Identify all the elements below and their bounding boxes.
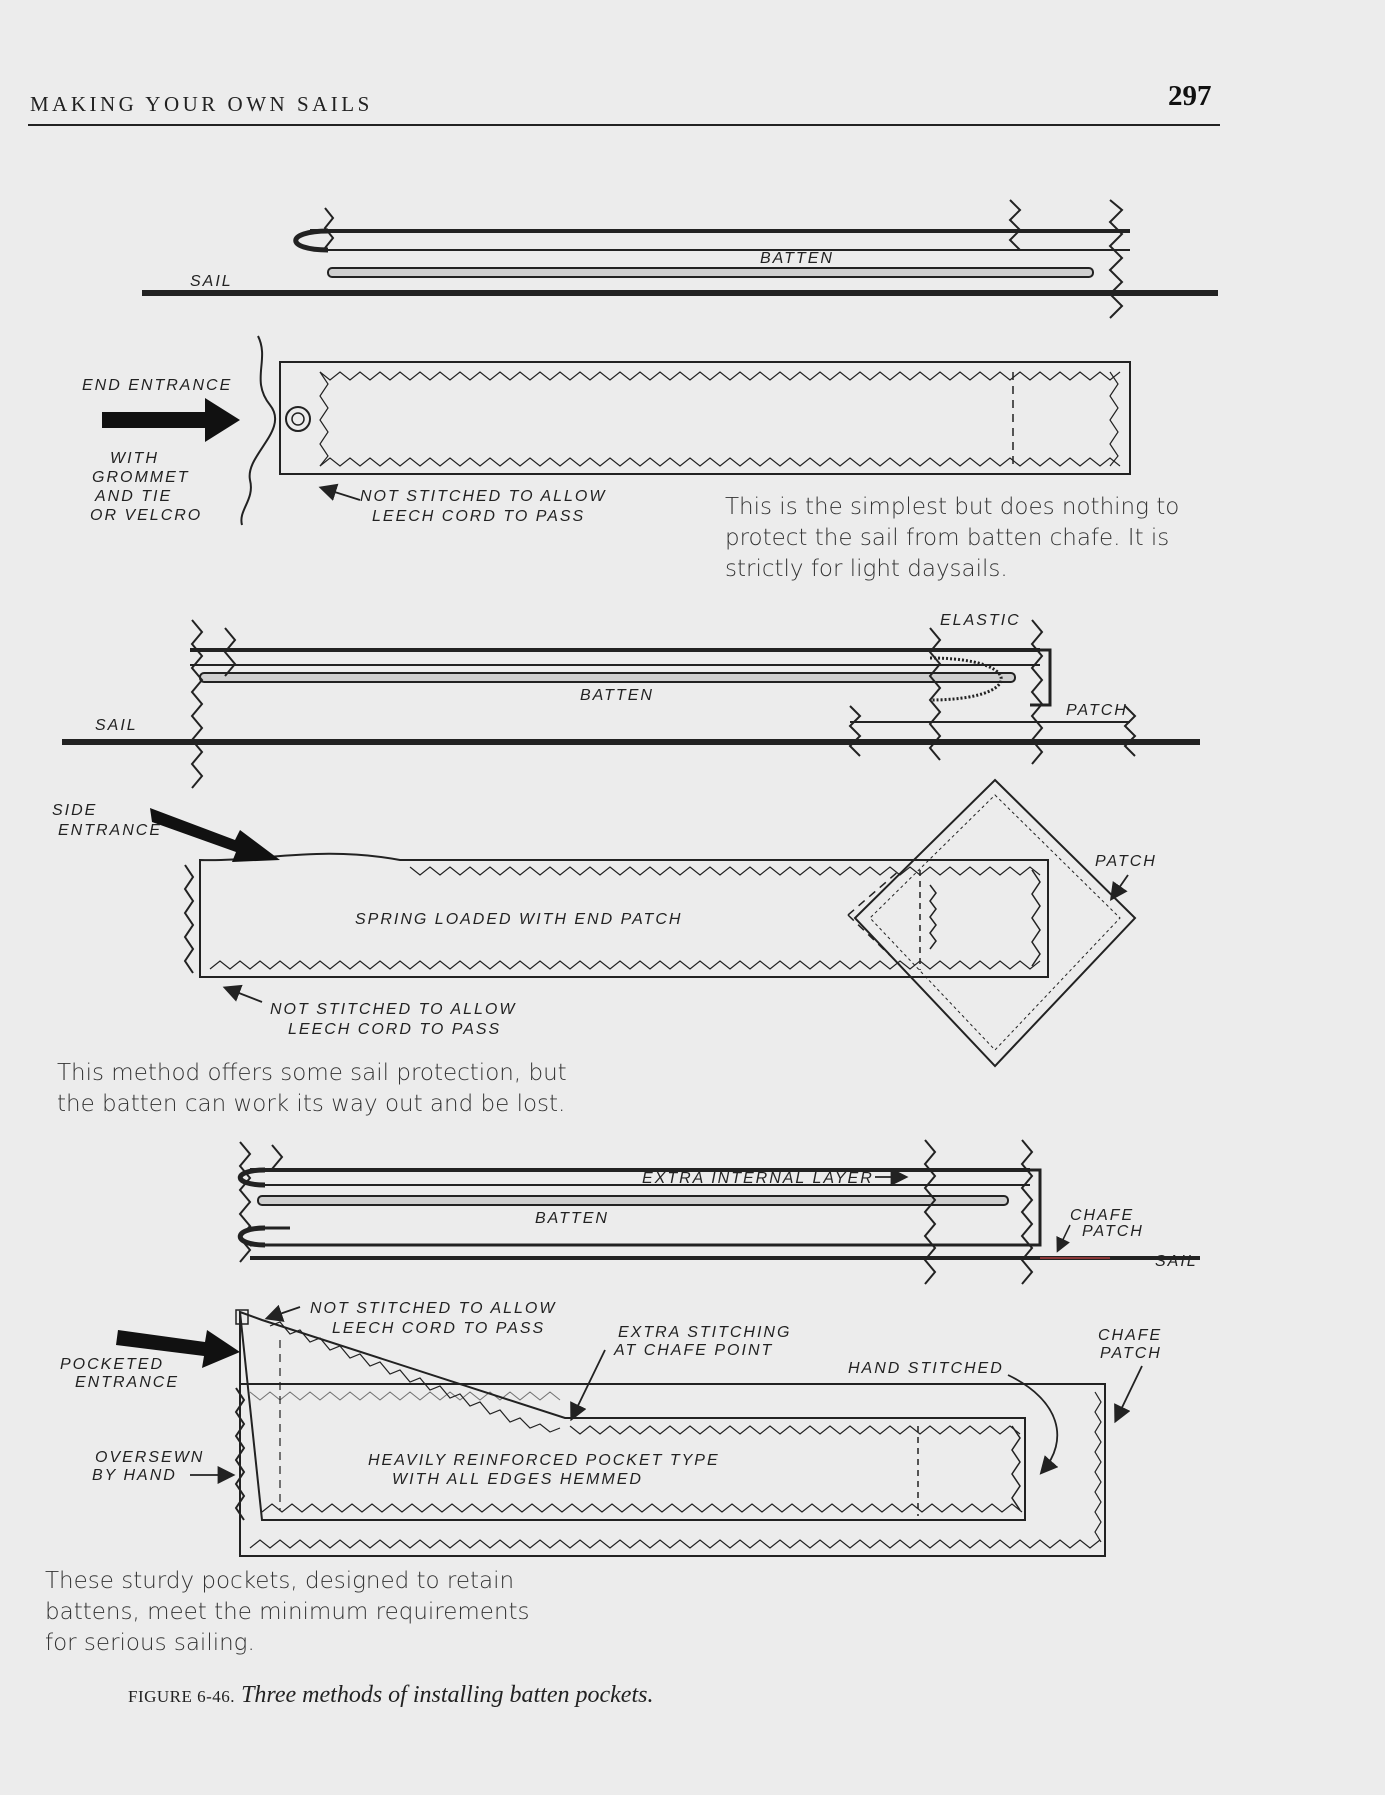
label-not-stitched-2b: LEECH CORD TO PASS [288, 1021, 501, 1038]
label-not-stitched-1b: LEECH CORD TO PASS [372, 508, 585, 525]
running-header: MAKING YOUR OWN SAILS [30, 92, 373, 116]
figure-caption: FIGURE 6-46. Three methods of installing… [128, 1682, 653, 1709]
label-extra-stitching-2: AT CHAFE POINT [613, 1342, 773, 1359]
arrow-not-stitched-2 [222, 984, 263, 1003]
arrow-not-stitched-1 [318, 483, 361, 501]
label-oversewn-1: OVERSEWN [95, 1449, 204, 1466]
arrow-patch-right [1109, 874, 1129, 901]
arrow-extra-stitching [570, 1349, 606, 1422]
label-heavily-2: WITH ALL EDGES HEMMED [392, 1471, 643, 1488]
label-patch-right: PATCH [1095, 853, 1157, 870]
label-heavily-1: HEAVILY REINFORCED POCKET TYPE [368, 1452, 720, 1469]
label-not-stitched-3a: NOT STITCHED TO ALLOW [310, 1300, 556, 1317]
header-rule [28, 124, 1220, 126]
arrow-chafe-patch-right [1114, 1365, 1143, 1424]
label-chafe-patch-right-1: CHAFE [1098, 1327, 1162, 1344]
figure-number: FIGURE 6-46. [128, 1687, 236, 1706]
label-batten-2: BATTEN [580, 687, 654, 704]
label-hand-stitched: HAND STITCHED [848, 1360, 1004, 1377]
label-chafe-patch-right-2: PATCH [1100, 1345, 1162, 1362]
label-spring-loaded: SPRING LOADED WITH END PATCH [355, 911, 682, 928]
label-not-stitched-2a: NOT STITCHED TO ALLOW [270, 1001, 516, 1018]
label-not-stitched-1a: NOT STITCHED TO ALLOW [360, 488, 606, 505]
arrow-chafe-patch-top [1056, 1224, 1071, 1253]
label-side-entrance-1: SIDE [52, 802, 97, 819]
pocket-plan-1 [240, 335, 1131, 526]
label-grommet-4: OR VELCRO [90, 507, 202, 524]
caption-pocketed-entrance: These sturdy pockets, designed to retain… [45, 1568, 530, 1656]
label-chafe-patch-top-2: PATCH [1082, 1223, 1144, 1240]
label-oversewn-2: BY HAND [92, 1467, 177, 1484]
page-number: 297 [1168, 80, 1212, 112]
label-grommet-2: GROMMET [92, 469, 190, 486]
label-sail-3: SAIL [1155, 1253, 1198, 1270]
label-chafe-patch-top-1: CHAFE [1070, 1207, 1134, 1224]
label-batten-3: BATTEN [535, 1210, 609, 1227]
figure-title: Three methods of installing batten pocke… [241, 1682, 654, 1708]
label-grommet-3: AND TIE [94, 488, 172, 505]
arrow-end-entrance [102, 398, 240, 442]
label-sail-1: SAIL [190, 273, 233, 290]
arrow-not-stitched-3 [264, 1304, 301, 1322]
arrow-side-entrance [150, 808, 280, 862]
arrow-hand-stitched [1007, 1374, 1059, 1475]
diagram-pocketed-entrance: EXTRA INTERNAL LAYER BATTEN CHAFE PATCH … [60, 1139, 1200, 1557]
label-pocketed-entrance-2: ENTRANCE [75, 1374, 179, 1391]
label-sail-2: SAIL [95, 717, 138, 734]
label-elastic: ELASTIC [940, 612, 1021, 629]
section-view-1 [142, 199, 1218, 319]
arrow-pocketed-entrance [116, 1330, 240, 1368]
diagram-side-entrance: ELASTIC BATTEN PATCH SAIL SIDE ENTRANCE … [52, 612, 1200, 1068]
label-pocketed-entrance-1: POCKETED [60, 1356, 164, 1373]
label-batten-1: BATTEN [760, 250, 834, 267]
label-end-entrance: END ENTRANCE [82, 377, 232, 394]
label-extra-stitching-1: EXTRA STITCHING [618, 1324, 791, 1341]
label-side-entrance-2: ENTRANCE [58, 822, 162, 839]
caption-side-entrance: This method offers some sail protection,… [57, 1060, 567, 1117]
section-view-3 [237, 1139, 1200, 1285]
label-extra-layer: EXTRA INTERNAL LAYER [642, 1170, 874, 1187]
diagram-end-entrance: BATTEN SAIL END ENTRANCE WITH GROMMET AN… [82, 199, 1218, 526]
pocket-plan-2 [183, 778, 1137, 1068]
pocket-plan-3 [234, 1309, 1106, 1557]
label-not-stitched-3b: LEECH CORD TO PASS [332, 1320, 545, 1337]
section-view-2 [62, 619, 1200, 789]
caption-end-entrance: This is the simplest but does nothing to… [725, 494, 1180, 582]
label-grommet-1: WITH [110, 450, 159, 467]
label-patch-top: PATCH [1066, 702, 1128, 719]
